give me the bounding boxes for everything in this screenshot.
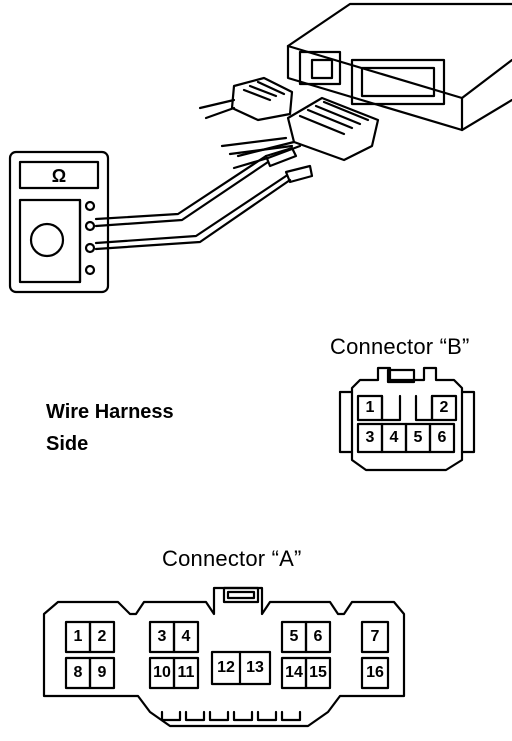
connector-a-latch	[222, 586, 260, 604]
meter-display	[18, 160, 100, 190]
connector-a-pin: 3	[157, 628, 167, 645]
meter-jack-2	[84, 220, 96, 232]
connector-a-pin: 2	[97, 628, 107, 645]
connector-a-pin: 15	[309, 664, 327, 681]
connector-a-shape	[42, 586, 406, 728]
connector-b-shape	[338, 366, 476, 472]
ohmmeter	[8, 150, 110, 294]
connector-a-pin: 16	[366, 664, 384, 681]
connector-a-pin: 13	[246, 659, 264, 676]
meter-jack-3	[84, 242, 96, 254]
ecu-socket-small	[298, 50, 342, 86]
connector-a-pin: 9	[97, 664, 107, 681]
connector-a-pin: 11	[177, 664, 195, 681]
connector-b-pin: 4	[389, 429, 399, 446]
plugged-connector	[198, 76, 294, 122]
connector-a-pin: 5	[289, 628, 299, 645]
wire-harness-label-line1: Wire Harness	[46, 401, 174, 423]
connector-a-pin: 8	[73, 664, 83, 681]
connector-a-pin: 12	[217, 659, 235, 676]
connector-a-pin: 14	[285, 664, 303, 681]
wire-harness-label-line2: Side	[46, 433, 89, 455]
ohm-symbol: Ω	[51, 166, 67, 186]
meter-probes	[264, 146, 314, 184]
meter-dial-knob	[29, 222, 65, 258]
meter-leads	[94, 154, 292, 251]
ecu-socket-large	[350, 58, 446, 106]
connector-b-pin: 6	[437, 429, 447, 446]
meter-jack-4	[84, 264, 96, 276]
connector-b-label: Connector “B”	[330, 334, 470, 359]
test-connector	[220, 96, 380, 170]
meter-jack-1	[84, 200, 96, 212]
connector-a-pin: 4	[181, 628, 191, 645]
connector-b-pin: 2	[439, 399, 449, 416]
connector-a-label: Connector “A”	[162, 546, 302, 571]
connector-b-pin: 5	[413, 429, 423, 446]
connector-a-pin: 7	[370, 628, 380, 645]
ecu-unit	[286, 2, 512, 132]
probe-2	[284, 164, 314, 184]
connector-a-pin: 6	[313, 628, 323, 645]
connector-b-pin: 1	[365, 399, 375, 416]
connector-b-pin: 3	[365, 429, 375, 446]
connector-a-pin: 10	[153, 664, 171, 681]
connector-a-pin: 1	[73, 628, 83, 645]
meter-face	[18, 198, 82, 284]
meter-body	[8, 150, 110, 294]
connector-b-latch	[386, 368, 416, 384]
